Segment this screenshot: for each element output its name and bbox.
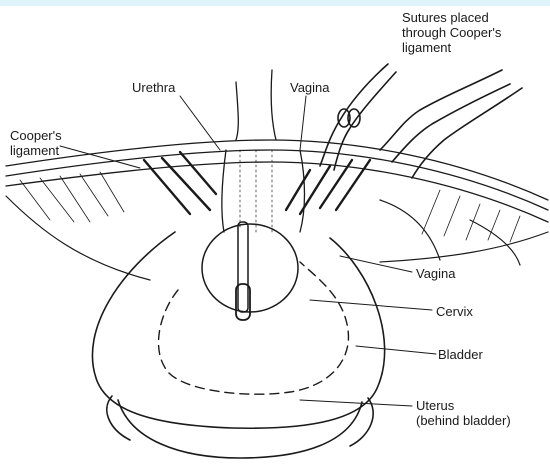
label-uterus-line2: (behind bladder) <box>416 413 511 428</box>
label-sutures-line2: through Cooper's <box>402 25 501 40</box>
label-uterus-line1: Uterus <box>416 398 454 413</box>
label-sutures-line1: Sutures placed <box>402 10 489 25</box>
label-coopers-line2: ligament <box>10 143 59 158</box>
label-coopers-line1: Cooper's <box>10 128 62 143</box>
label-sutures-line3: ligament <box>402 40 451 55</box>
label-cervix: Cervix <box>436 304 473 319</box>
coopers-ligament-band <box>6 140 548 242</box>
vaginal-cuff <box>202 222 298 320</box>
label-urethra: Urethra <box>132 80 175 95</box>
label-vagina-top: Vagina <box>290 80 330 95</box>
label-bladder: Bladder <box>438 347 483 362</box>
label-vagina-side: Vagina <box>416 266 456 281</box>
